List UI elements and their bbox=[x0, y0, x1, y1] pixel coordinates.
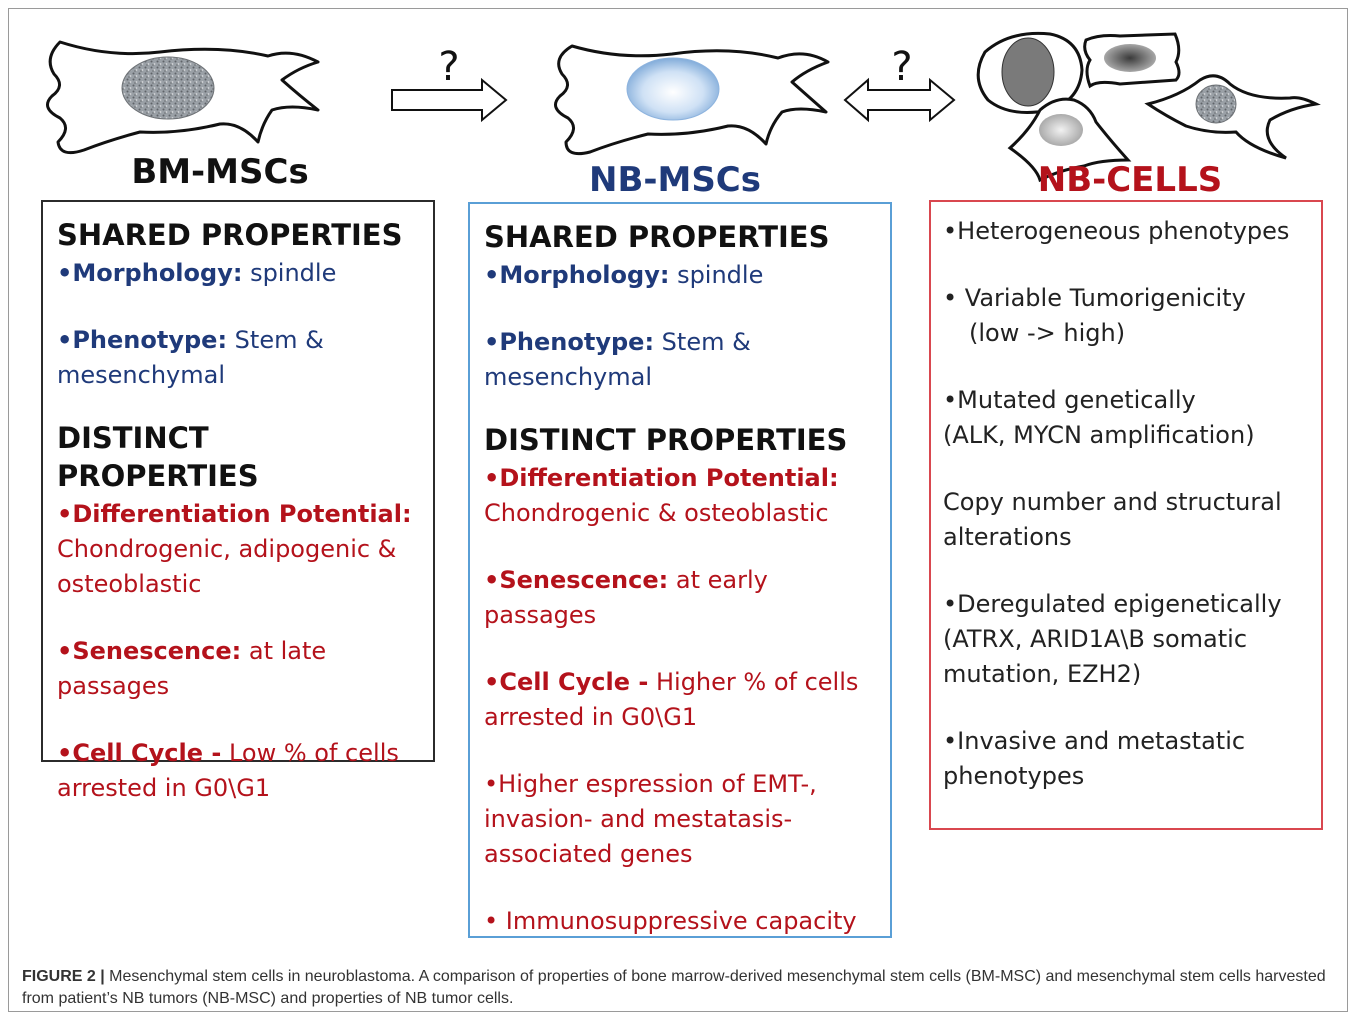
differentiation-label: •Differentiation Potential: bbox=[484, 464, 839, 492]
figure-label: FIGURE 2 | bbox=[22, 968, 105, 985]
tumorigenicity-item: • Variable Tumorigenicity bbox=[943, 284, 1246, 312]
cell-cycle-value: Low % of cells arrested in G0\G1 bbox=[57, 739, 399, 802]
senescence-value: at late passages bbox=[57, 637, 327, 700]
shared-properties-heading: SHARED PROPERTIES bbox=[57, 218, 403, 252]
differentiation-value: Chondrogenic & osteoblastic bbox=[484, 499, 829, 527]
question-mark-1: ? bbox=[438, 44, 459, 90]
question-mark-2: ? bbox=[891, 44, 912, 90]
morphology-label: •Morphology: bbox=[57, 259, 243, 287]
senescence-label: •Senescence: bbox=[57, 637, 242, 665]
morphology-value: spindle bbox=[669, 261, 764, 289]
bm-msc-label: BM-MSCs bbox=[131, 152, 309, 192]
nb-msc-label: NB-MSCs bbox=[589, 160, 761, 200]
bm-msc-cell-icon bbox=[46, 40, 320, 155]
senescence-label: •Senescence: bbox=[484, 566, 669, 594]
epigenetic-item: •Deregulated epigenetically (ATRX, ARID1… bbox=[943, 590, 1282, 688]
mutated-item: •Mutated genetically bbox=[943, 386, 1196, 414]
immunosuppressive-item: • Immunosuppressive capacity bbox=[484, 907, 857, 935]
caption-text: Mesenchymal stem cells in neuroblastoma.… bbox=[22, 968, 1326, 1007]
shared-properties-heading: SHARED PROPERTIES bbox=[484, 220, 830, 254]
bm-msc-properties-box: SHARED PROPERTIES •Morphology: spindle •… bbox=[41, 200, 435, 802]
cell-cycle-value: Higher % of cells arrested in G0\G1 bbox=[484, 668, 859, 731]
differentiation-label: •Differentiation Potential: bbox=[57, 500, 412, 528]
figure-caption: FIGURE 2 | Mesenchymal stem cells in neu… bbox=[22, 966, 1338, 1010]
nb-msc-properties-box: SHARED PROPERTIES •Morphology: spindle •… bbox=[468, 202, 892, 938]
phenotype-value: Stem & mesenchymal bbox=[57, 326, 324, 389]
phenotype-value: Stem & mesenchymal bbox=[484, 328, 751, 391]
right-arrow-icon bbox=[391, 77, 508, 123]
distinct-properties-heading: DISTINCT PROPERTIES bbox=[484, 423, 848, 457]
phenotype-label: •Phenotype: bbox=[484, 328, 655, 356]
cell-cycle-label: •Cell Cycle - bbox=[57, 739, 222, 767]
tumorigenicity-range: (low -> high) bbox=[969, 319, 1126, 347]
nb-cells-properties-box: •Heterogeneous phenotypes • Variable Tum… bbox=[929, 200, 1323, 830]
nb-msc-cell-icon bbox=[554, 44, 830, 156]
heterogeneous-item: •Heterogeneous phenotypes bbox=[943, 217, 1290, 245]
phenotype-label: •Phenotype: bbox=[57, 326, 228, 354]
morphology-value: spindle bbox=[242, 259, 337, 287]
invasive-item: •Invasive and metastatic phenotypes bbox=[943, 727, 1246, 790]
cell-illustrations: ? ? bbox=[46, 31, 1321, 183]
double-arrow-icon bbox=[843, 77, 956, 123]
senescence-value: at early passages bbox=[484, 566, 768, 629]
morphology-label: •Morphology: bbox=[484, 261, 670, 289]
distinct-properties-heading: DISTINCT PROPERTIES bbox=[57, 421, 259, 493]
emt-expression-item: •Higher espression of EMT-, invasion- an… bbox=[484, 770, 817, 868]
nb-cells-label: NB-CELLS bbox=[1037, 160, 1223, 200]
figure-frame bbox=[8, 8, 1348, 1012]
differentiation-value: Chondrogenic, adipogenic & osteoblastic bbox=[57, 535, 397, 598]
mutated-detail: (ALK, MYCN amplification) bbox=[943, 421, 1255, 449]
cell-cycle-label: •Cell Cycle - bbox=[484, 668, 649, 696]
copy-number-item: Copy number and structural alterations bbox=[943, 488, 1282, 551]
nb-tumor-cells-icon bbox=[976, 31, 1321, 183]
